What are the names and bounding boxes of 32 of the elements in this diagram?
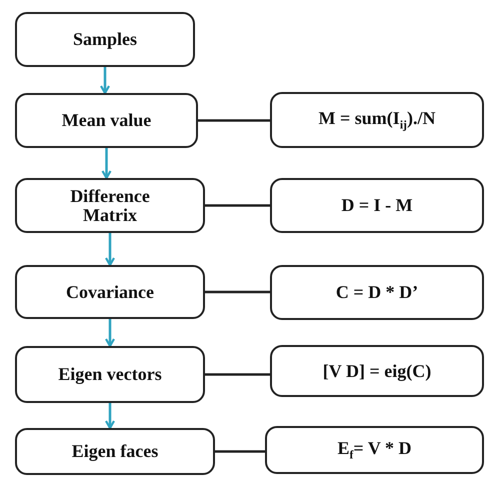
arrow: [101, 148, 112, 180]
connector-line: [205, 373, 270, 376]
connector-line: [205, 204, 270, 207]
box-text: D = I - M: [341, 196, 413, 215]
box-text: Covariance: [66, 282, 154, 302]
process-box: [15, 93, 198, 148]
process-box: [15, 265, 205, 319]
process-box: [15, 178, 205, 233]
box-text: Samples: [72, 30, 137, 49]
process-box: [15, 12, 195, 67]
process-box: [270, 92, 484, 148]
box-text: E$_{f}$= V * D: [337, 438, 412, 462]
arrow: [104, 319, 116, 348]
arrow: [104, 233, 116, 266]
connector-line: [205, 290, 270, 294]
box-text: Eigen vectors: [58, 365, 162, 384]
box-text: Difference Matrix: [69, 186, 151, 224]
arrow: [104, 403, 116, 430]
box-text: Eigen faces: [72, 442, 158, 461]
process-box: [15, 346, 205, 403]
box-text: [V D] = eig(C): [322, 362, 432, 380]
connector-line: [198, 119, 270, 122]
process-box: [15, 428, 215, 475]
box-text: Mean value: [62, 111, 152, 130]
process-box: [270, 265, 484, 320]
process-box: [270, 345, 484, 397]
arrow: [100, 67, 110, 94]
process-box: [265, 426, 484, 474]
connector-line: [215, 450, 265, 453]
box-text: C = D * D’: [336, 283, 418, 302]
box-text: M = sum(I$_{ij}$)./N: [318, 108, 436, 132]
process-box: [270, 178, 484, 233]
